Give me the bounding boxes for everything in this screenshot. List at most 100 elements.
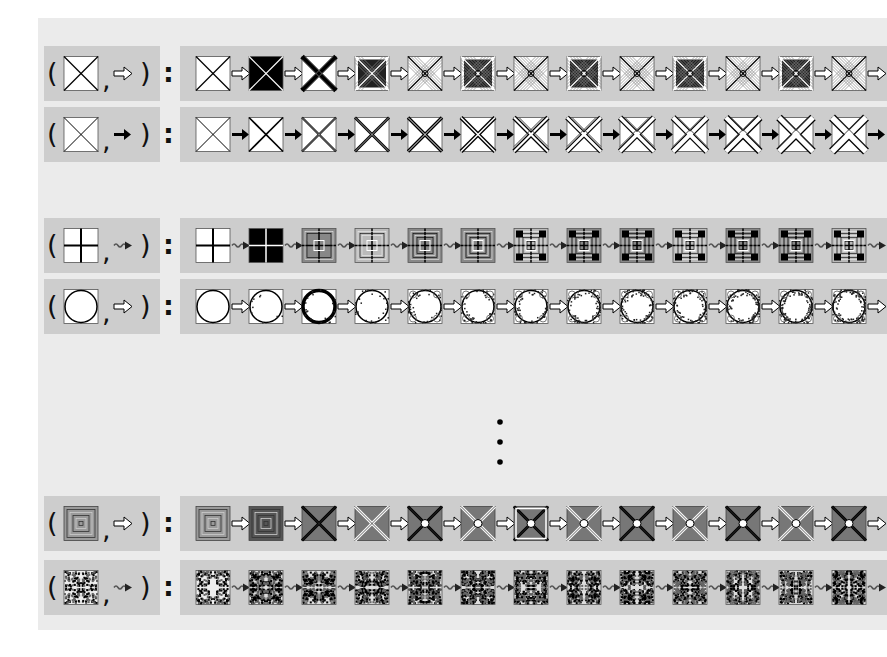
pattern-tile xyxy=(620,229,654,263)
rule-label-box: (,) xyxy=(44,496,160,551)
pattern-tile xyxy=(832,118,866,152)
pattern-tile xyxy=(673,507,707,541)
colon: : xyxy=(163,119,174,149)
map-arrow xyxy=(550,584,568,592)
comma: , xyxy=(102,515,111,545)
map-arrow xyxy=(391,67,409,80)
map-arrow xyxy=(391,517,409,530)
map-arrow xyxy=(656,129,673,140)
pattern-tile xyxy=(408,507,442,541)
comma: , xyxy=(102,237,111,267)
map-arrow xyxy=(550,242,568,250)
map-arrow xyxy=(232,67,250,80)
pattern-tile xyxy=(249,118,283,152)
pattern-tile xyxy=(461,229,495,263)
map-arrow xyxy=(550,517,568,530)
map-arrow xyxy=(709,584,727,592)
map-arrow xyxy=(603,300,621,313)
sequence-band xyxy=(180,107,887,162)
pattern-tile xyxy=(355,57,389,91)
map-arrow xyxy=(338,242,356,250)
rule-label-box: (,) xyxy=(44,218,160,273)
pattern-tile xyxy=(196,57,230,91)
map-arrow xyxy=(656,300,674,313)
map-arrow xyxy=(656,584,674,592)
pattern-tile xyxy=(514,290,548,324)
pattern-tile xyxy=(567,507,601,541)
pattern-tile xyxy=(779,118,813,152)
pattern-tile xyxy=(302,571,336,605)
rule-label-box: (,) xyxy=(44,46,160,101)
pattern-tile xyxy=(779,571,813,605)
pattern-tile xyxy=(196,229,230,263)
pattern-tile xyxy=(567,290,601,324)
map-arrow xyxy=(285,67,303,80)
pattern-tile xyxy=(567,229,601,263)
map-arrow xyxy=(391,129,408,140)
pattern-tile xyxy=(408,229,442,263)
parenthesis: ) xyxy=(140,58,151,88)
map-arrow xyxy=(232,129,249,140)
pattern-tile xyxy=(461,507,495,541)
map-arrow xyxy=(709,67,727,80)
pattern-tile xyxy=(408,118,442,152)
map-arrow xyxy=(232,242,250,250)
comma: , xyxy=(102,298,111,328)
map-arrow xyxy=(868,300,886,313)
parenthesis: ) xyxy=(140,230,151,260)
map-arrow xyxy=(603,517,621,530)
pattern-tile xyxy=(779,57,813,91)
comma: , xyxy=(102,579,111,609)
pattern-tile xyxy=(64,229,98,263)
map-arrow xyxy=(444,67,462,80)
map-arrow xyxy=(497,67,515,80)
pattern-tile xyxy=(673,229,707,263)
pattern-tile xyxy=(196,507,230,541)
map-arrow xyxy=(338,584,356,592)
pattern-tile xyxy=(726,290,760,324)
pattern-tile xyxy=(461,571,495,605)
pattern-tile xyxy=(673,57,707,91)
map-arrow xyxy=(444,129,461,140)
pattern-tile xyxy=(567,118,601,152)
map-arrow xyxy=(114,300,132,313)
map-arrow xyxy=(868,517,886,530)
sequence-band xyxy=(180,218,887,273)
parenthesis: ( xyxy=(47,58,58,88)
parenthesis: ( xyxy=(47,508,58,538)
map-arrow xyxy=(497,517,515,530)
map-arrow xyxy=(444,242,462,250)
map-arrow xyxy=(391,300,409,313)
pattern-tile xyxy=(196,118,230,152)
pattern-tile xyxy=(64,290,98,324)
map-arrow xyxy=(232,300,250,313)
parenthesis: ) xyxy=(140,291,151,321)
pattern-tile xyxy=(355,229,389,263)
pattern-tile xyxy=(514,118,548,152)
map-arrow xyxy=(762,584,780,592)
map-arrow xyxy=(603,242,621,250)
pattern-tile xyxy=(355,118,389,152)
map-arrow xyxy=(391,584,409,592)
pattern-tile xyxy=(567,57,601,91)
pattern-tile xyxy=(514,507,548,541)
map-arrow xyxy=(232,517,250,530)
map-arrow xyxy=(815,584,833,592)
pattern-tile xyxy=(249,571,283,605)
pattern-tile xyxy=(64,507,98,541)
pattern-tile xyxy=(779,507,813,541)
pattern-tile xyxy=(249,507,283,541)
map-arrow xyxy=(656,67,674,80)
map-arrow xyxy=(815,67,833,80)
map-arrow xyxy=(285,517,303,530)
rule-label-box: (,) xyxy=(44,107,160,162)
colon: : xyxy=(163,572,174,602)
map-arrow xyxy=(114,67,132,80)
map-arrow xyxy=(762,67,780,80)
pattern-tile xyxy=(302,57,336,91)
pattern-tile xyxy=(514,57,548,91)
map-arrow xyxy=(497,584,515,592)
pattern-tile xyxy=(620,507,654,541)
ellipsis-dot xyxy=(497,419,503,425)
map-arrow xyxy=(285,584,303,592)
